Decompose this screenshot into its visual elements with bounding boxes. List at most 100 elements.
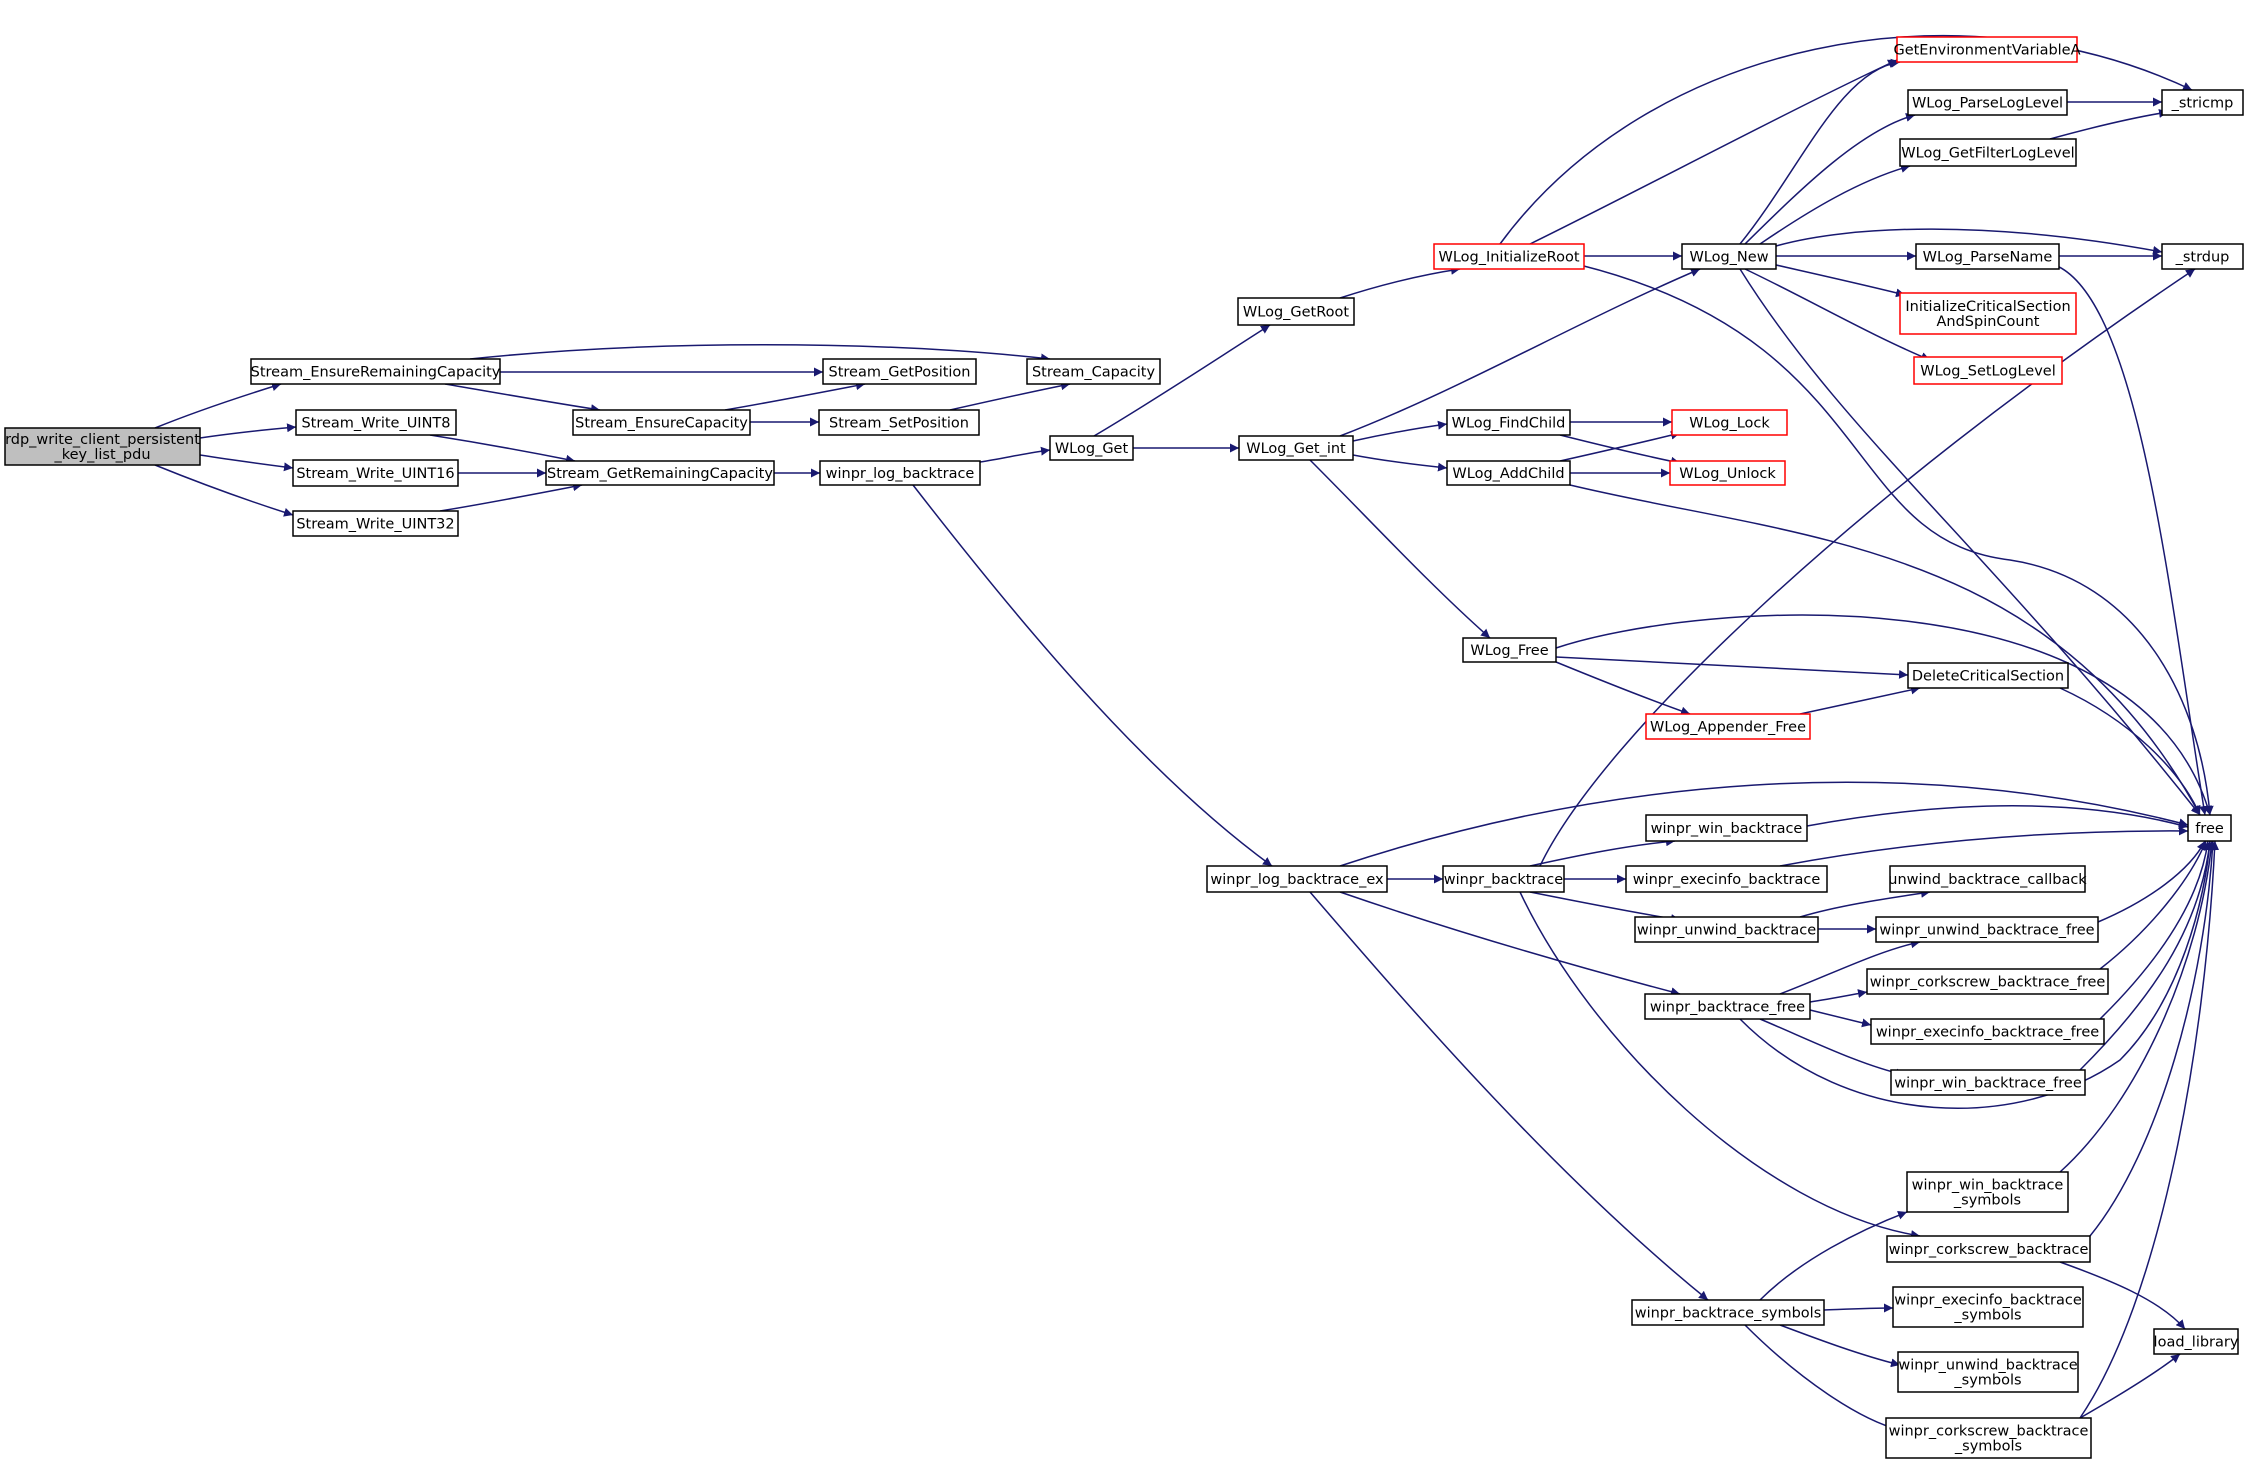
- edge-wlgetint-to-wlfind: [1352, 420, 1448, 442]
- node-box: [1634, 916, 1819, 943]
- node-free[interactable]: free: [2187, 814, 2232, 842]
- node-box: [1915, 243, 2060, 270]
- node-wlgetint[interactable]: WLog_Get_int: [1238, 435, 1354, 461]
- edge-serc-to-sec: [444, 383, 601, 414]
- node-wcorkbt[interactable]: winpr_corkscrew_backtrace: [1886, 1235, 2091, 1263]
- edge-wlb-to-wlbex: [912, 484, 1273, 867]
- node-swu16[interactable]: Stream_Write_UINT16: [292, 459, 459, 487]
- node-wcorksym[interactable]: winpr_corkscrew_backtrace_symbols: [1885, 1417, 2092, 1459]
- node-wunwsym[interactable]: winpr_unwind_backtrace_symbols: [1897, 1351, 2079, 1393]
- node-wexecsym[interactable]: winpr_execinfo_backtrace_symbols: [1892, 1286, 2084, 1328]
- node-root[interactable]: rdp_write_client_persistent_key_list_pdu: [4, 427, 201, 466]
- node-wbtfree[interactable]: winpr_backtrace_free: [1644, 993, 1811, 1020]
- node-wlnew[interactable]: WLog_New: [1681, 243, 1777, 270]
- node-wlgetroot[interactable]: WLog_GetRoot: [1237, 297, 1355, 326]
- node-appfree[interactable]: WLog_Appender_Free: [1645, 713, 1811, 740]
- node-box: [295, 409, 457, 436]
- node-wexecfree[interactable]: winpr_execinfo_backtrace_free: [1870, 1018, 2105, 1045]
- node-parsename[interactable]: WLog_ParseName: [1915, 243, 2060, 270]
- node-wlfree[interactable]: WLog_Free: [1462, 637, 1557, 663]
- node-label: _symbols: [1953, 1193, 2021, 1209]
- node-scap[interactable]: Stream_Capacity: [1026, 358, 1161, 385]
- node-box: [1890, 1069, 2086, 1096]
- edge-wlinit-to-free: [1579, 264, 2214, 816]
- node-swu8[interactable]: Stream_Write_UINT8: [295, 409, 457, 436]
- node-ssp[interactable]: Stream_SetPosition: [818, 409, 980, 436]
- edge-serc-to-scap: [469, 344, 1051, 363]
- node-box: [1907, 662, 2069, 689]
- node-wlfind[interactable]: WLog_FindChild: [1446, 409, 1571, 436]
- node-getfilter[interactable]: WLog_GetFilterLogLevel: [1899, 138, 2077, 167]
- edge-wlnew-to-setlog: [1744, 268, 1931, 361]
- edge-wladd-to-wllock: [1559, 430, 1681, 462]
- node-label: WLog_Get: [1055, 441, 1129, 457]
- node-box: [1907, 89, 2068, 116]
- node-wcorkfree[interactable]: winpr_corkscrew_backtrace_free: [1866, 968, 2109, 995]
- edge-root-to-serc: [154, 382, 282, 429]
- node-label: _symbols: [1953, 1308, 2021, 1324]
- edge-wunwbt-to-unwcb: [1799, 888, 1931, 918]
- node-label: Stream_Write_UINT16: [296, 466, 454, 482]
- node-loadlib[interactable]: load_library: [2153, 1328, 2239, 1355]
- node-box: [1631, 1299, 1825, 1326]
- node-wlb[interactable]: winpr_log_backtrace: [819, 460, 981, 486]
- node-label: InitializeCriticalSection: [1905, 299, 2070, 315]
- node-sgp[interactable]: Stream_GetPosition: [822, 358, 977, 385]
- node-box: [1446, 460, 1571, 486]
- node-wexecbt[interactable]: winpr_execinfo_backtrace: [1625, 865, 1828, 893]
- node-box: [822, 358, 977, 385]
- node-box: [292, 459, 459, 487]
- node-strdup[interactable]: _strdup: [2161, 243, 2244, 270]
- node-box: [818, 409, 980, 436]
- node-wunwbt[interactable]: winpr_unwind_backtrace: [1634, 916, 1819, 943]
- edge-wbt-to-wunwbt: [1529, 891, 1681, 924]
- node-label: winpr_backtrace_free: [1650, 1000, 1805, 1016]
- node-parselog[interactable]: WLog_ParseLogLevel: [1907, 89, 2068, 116]
- node-label: _key_list_pdu: [53, 447, 150, 463]
- node-wbt[interactable]: winpr_backtrace: [1442, 865, 1565, 893]
- edge-appfree-to-delcs: [1799, 685, 1921, 715]
- node-wunwfree[interactable]: winpr_unwind_backtrace_free: [1875, 916, 2099, 943]
- edge-wlinit-to-stricmp: [1499, 35, 2193, 245]
- edge-wlnew-to-free: [1739, 268, 2201, 816]
- node-wlunlock[interactable]: WLog_Unlock: [1669, 460, 1786, 486]
- node-setlog[interactable]: WLog_SetLogLevel: [1913, 356, 2063, 385]
- node-wbtsym[interactable]: winpr_backtrace_symbols: [1631, 1299, 1825, 1326]
- edge-wlnew-to-getenv: [1739, 58, 1901, 245]
- node-label: Stream_Write_UINT8: [301, 416, 450, 432]
- node-label: WLog_SetLogLevel: [1920, 364, 2055, 380]
- node-label: WLog_Get_int: [1246, 441, 1346, 457]
- node-wlinit[interactable]: WLog_InitializeRoot: [1433, 243, 1585, 270]
- node-label: _symbols: [1954, 1439, 2022, 1455]
- node-serc[interactable]: Stream_EnsureRemainingCapacity: [250, 358, 501, 385]
- node-wladd[interactable]: WLog_AddChild: [1446, 460, 1571, 486]
- edge-wcorkbt-to-loadlib: [2059, 1261, 2186, 1330]
- node-sec[interactable]: Stream_EnsureCapacity: [572, 409, 751, 436]
- edge-wlfree-to-free: [1555, 614, 2212, 816]
- edge-wlgetint-to-wlnew: [1339, 268, 1701, 437]
- node-wlbex[interactable]: winpr_log_backtrace_ex: [1206, 865, 1388, 893]
- node-wwinbt[interactable]: winpr_win_backtrace: [1645, 814, 1808, 842]
- node-wllock[interactable]: WLog_Lock: [1671, 409, 1788, 436]
- node-swu32[interactable]: Stream_Write_UINT32: [292, 510, 459, 537]
- node-sgrc[interactable]: Stream_GetRemainingCapacity: [545, 460, 775, 486]
- node-delcs[interactable]: DeleteCriticalSection: [1907, 662, 2069, 689]
- edge-wbtfree-to-wunwfree: [1779, 939, 1921, 995]
- node-label: WLog_ParseName: [1923, 250, 2053, 266]
- node-label: winpr_corkscrew_backtrace_free: [1870, 975, 2106, 991]
- node-box: [1870, 1018, 2105, 1045]
- node-box: [1906, 1171, 2069, 1213]
- node-label: winpr_unwind_backtrace: [1898, 1358, 2077, 1374]
- edge-wlget-to-wlgetroot: [1093, 324, 1271, 437]
- edge-wlnew-to-strdup: [1775, 228, 2163, 255]
- node-wwinsym[interactable]: winpr_win_backtrace_symbols: [1906, 1171, 2069, 1213]
- node-unwcb[interactable]: unwind_backtrace_callback: [1888, 865, 2087, 893]
- node-getenv[interactable]: GetEnvironmentVariableA: [1893, 36, 2081, 63]
- edge-wcorksym-to-free: [2079, 840, 2220, 1419]
- node-wwinfree[interactable]: winpr_win_backtrace_free: [1890, 1069, 2086, 1096]
- node-stricmp[interactable]: _stricmp: [2161, 89, 2244, 116]
- edge-wlnew-to-getfilter: [1759, 164, 1911, 245]
- edge-wbtsym-to-wcorksym: [1744, 1324, 1901, 1433]
- node-wlget[interactable]: WLog_Get: [1049, 435, 1134, 461]
